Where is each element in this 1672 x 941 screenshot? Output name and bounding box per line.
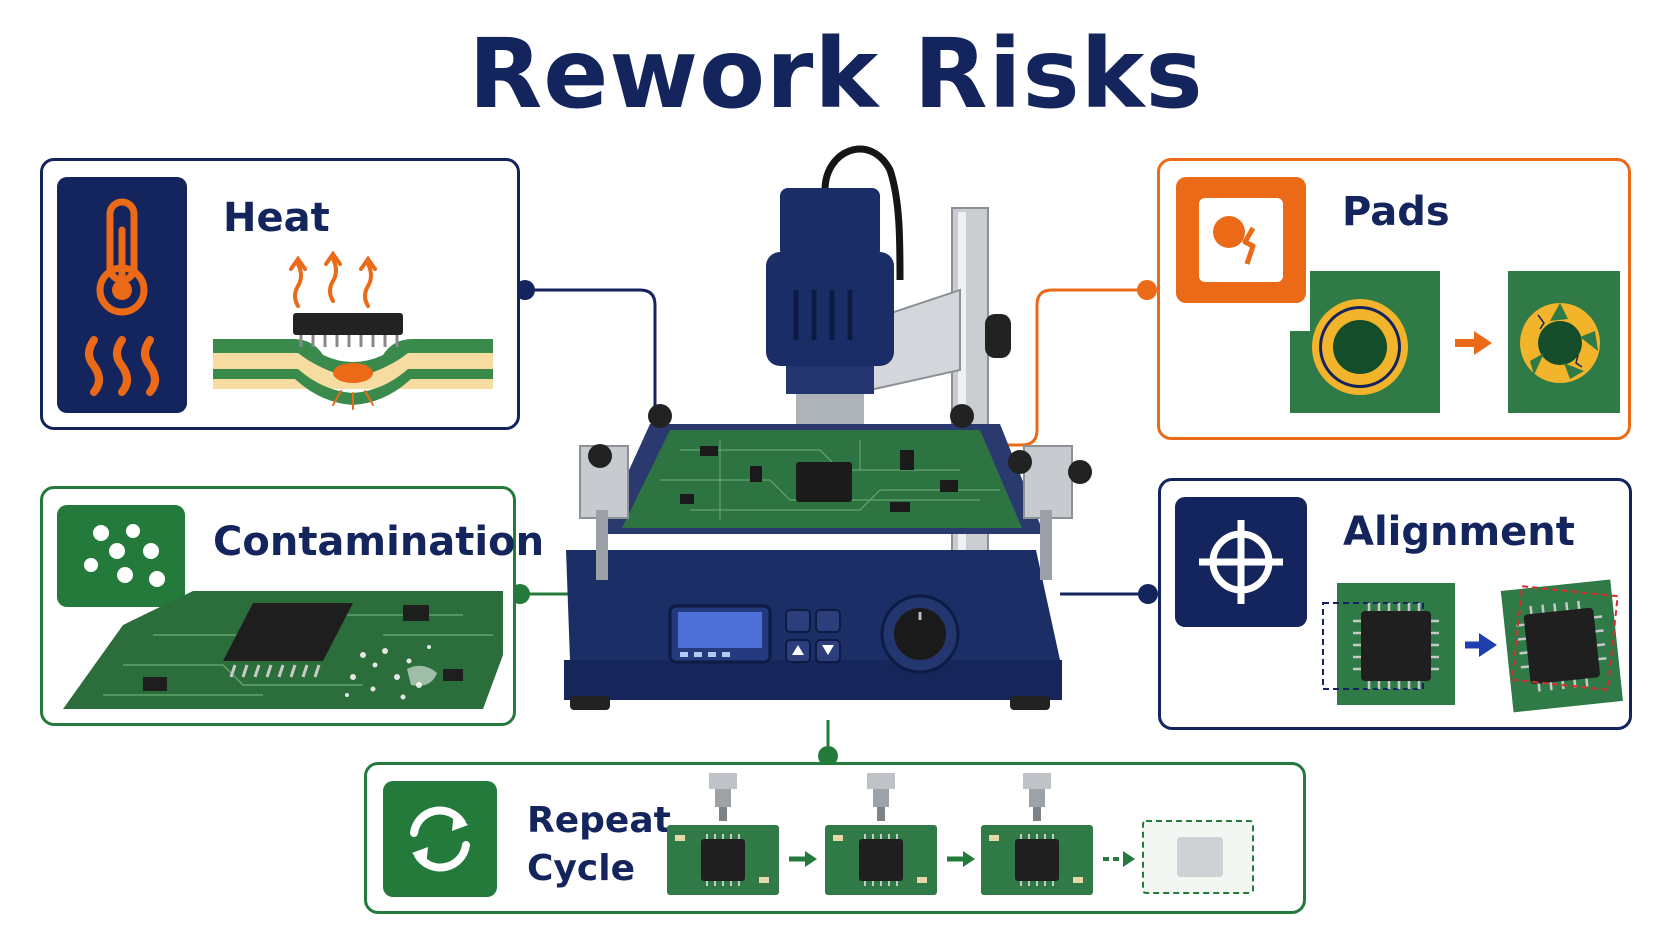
station-buttons: [785, 609, 841, 663]
heater-head: [780, 188, 880, 258]
alignment-icon-tile: [1175, 497, 1307, 627]
repeat-title-line2: Cycle: [527, 848, 635, 889]
contamination-title: Contamination: [213, 519, 545, 565]
pads-panel: Pads: [1157, 158, 1631, 440]
repeat-cycle-title: Repeat Cycle: [527, 797, 671, 893]
alignment-shift-illustration: [1322, 579, 1623, 713]
repeat-title-line1: Repeat: [527, 800, 671, 841]
crosshair-icon: [1199, 520, 1283, 604]
rework-station-illustration: [564, 145, 1092, 710]
page-title: Rework Risks: [468, 18, 1204, 130]
alignment-title: Alignment: [1343, 509, 1575, 555]
repeat-cycle-illustration: [666, 773, 1254, 896]
contaminated-pcb-illustration: [63, 591, 503, 709]
contamination-panel: Contamination: [40, 486, 544, 726]
station-base: [566, 550, 1060, 660]
damaged-pad-icon: [1199, 198, 1283, 282]
heat-title: Heat: [223, 195, 330, 241]
contamination-icon-tile: [57, 505, 185, 607]
thermometer-heat-icon: [85, 198, 159, 396]
pads-icon-tile: [1176, 177, 1306, 303]
particles-icon: [84, 524, 165, 587]
heat-icon-tile: [57, 177, 187, 413]
pads-title: Pads: [1342, 189, 1450, 235]
repeat-icon-tile: [383, 781, 497, 897]
station-chip: [796, 462, 852, 502]
heat-panel: Heat: [40, 158, 520, 430]
heat-pcb-illustration: [213, 250, 493, 410]
connector-pads: [1005, 288, 1147, 447]
pads-damage-illustration: [1290, 271, 1620, 413]
alignment-panel: Alignment: [1158, 478, 1632, 730]
station-cable: [821, 145, 904, 281]
repeat-cycle-panel: Repeat Cycle: [364, 762, 1306, 914]
refresh-cycle-icon: [410, 806, 470, 872]
